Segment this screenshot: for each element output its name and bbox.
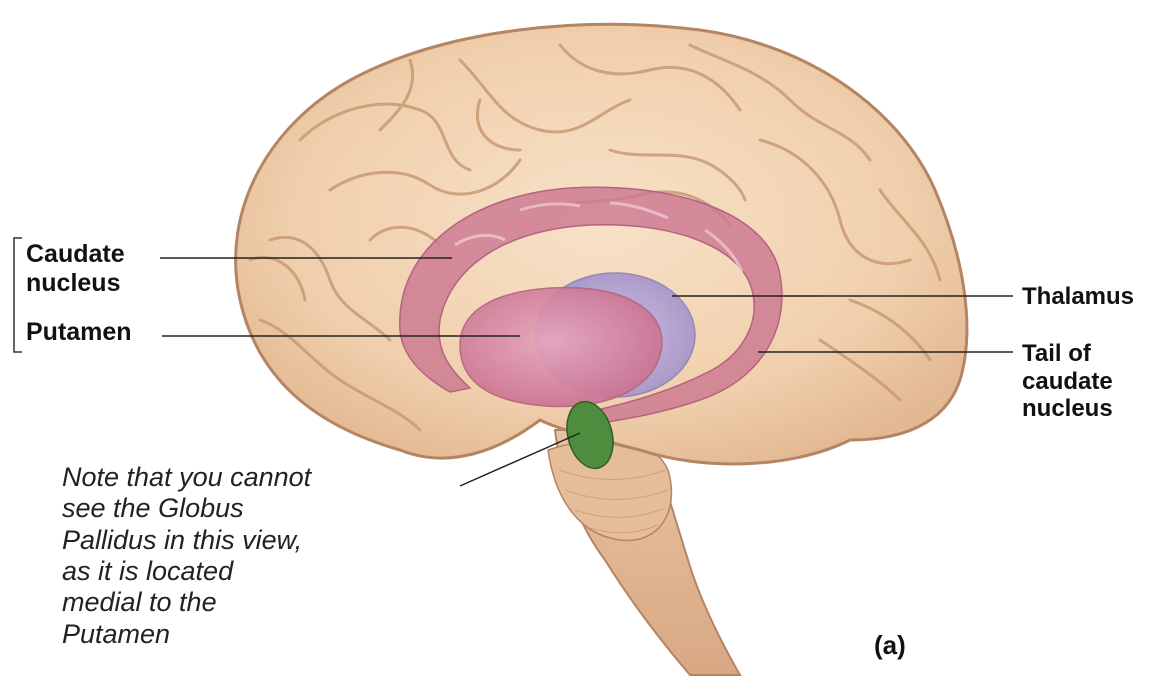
bracket [14, 238, 22, 352]
panel-label: (a) [874, 630, 906, 661]
putamen-shape [460, 288, 662, 407]
label-caudate-nucleus: Caudate nucleus [26, 240, 125, 298]
globus-pallidus-note: Note that you cannot see the Globus Pall… [62, 462, 392, 650]
label-putamen: Putamen [26, 318, 132, 347]
label-tail-of-caudate: Tail of caudate nucleus [1022, 340, 1113, 423]
label-thalamus: Thalamus [1022, 283, 1134, 311]
